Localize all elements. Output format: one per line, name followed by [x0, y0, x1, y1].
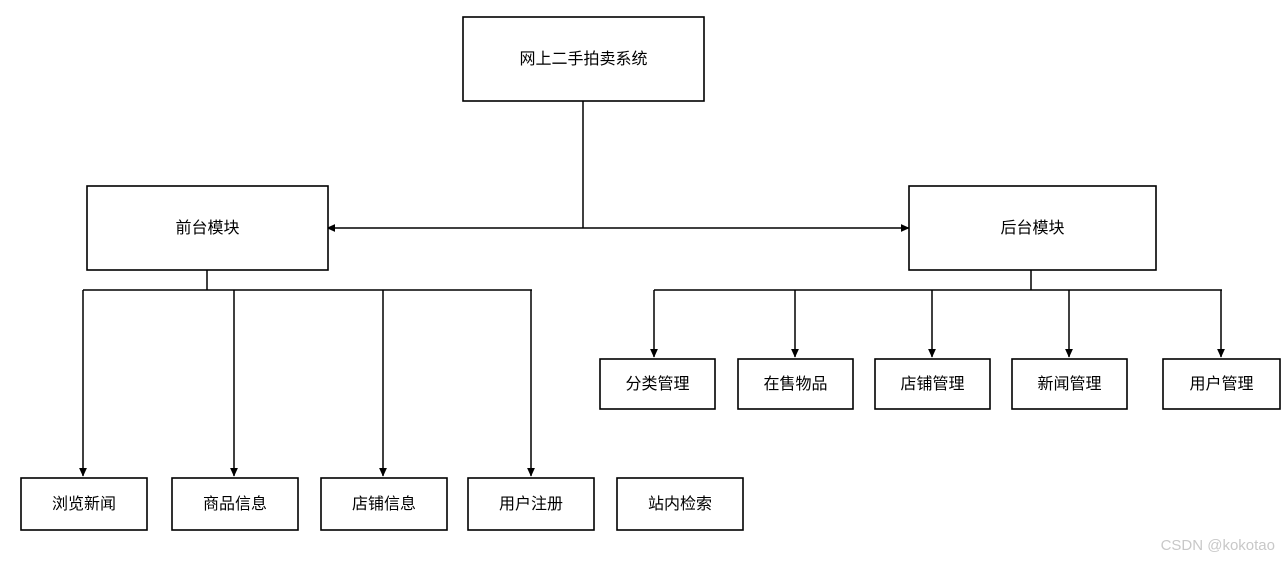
node-shop-info-label: 店铺信息 [352, 495, 416, 513]
node-root-box[interactable] [462, 16, 705, 102]
node-news-mgmt-box[interactable] [1011, 358, 1128, 410]
node-news-mgmt-label: 新闻管理 [1037, 375, 1101, 393]
node-shop-info-box[interactable] [320, 477, 448, 531]
node-frontend-label: 前台模块 [175, 219, 239, 237]
node-news-mgmt[interactable]: 新闻管理 [1011, 358, 1128, 410]
node-items-on-sale-box[interactable] [737, 358, 854, 410]
node-frontend-box[interactable] [86, 185, 329, 271]
node-browse-news-box[interactable] [20, 477, 148, 531]
node-user-register-label: 用户注册 [499, 495, 563, 513]
node-user-mgmt-label: 用户管理 [1189, 375, 1253, 393]
node-user-register[interactable]: 用户注册 [467, 477, 595, 531]
node-shop-mgmt-box[interactable] [874, 358, 991, 410]
node-category-mgmt-label: 分类管理 [625, 375, 689, 393]
node-user-mgmt[interactable]: 用户管理 [1162, 358, 1281, 410]
node-frontend[interactable]: 前台模块 [86, 185, 329, 271]
node-user-register-box[interactable] [467, 477, 595, 531]
node-shop-mgmt-label: 店铺管理 [900, 375, 964, 393]
node-site-search[interactable]: 站内检索 [616, 477, 744, 531]
node-product-info-box[interactable] [171, 477, 299, 531]
node-category-mgmt[interactable]: 分类管理 [599, 358, 716, 410]
node-root-label: 网上二手拍卖系统 [519, 50, 647, 68]
node-product-info-label: 商品信息 [203, 495, 267, 513]
node-backend[interactable]: 后台模块 [908, 185, 1157, 271]
node-shop-info[interactable]: 店铺信息 [320, 477, 448, 531]
node-backend-box[interactable] [908, 185, 1157, 271]
node-browse-news[interactable]: 浏览新闻 [20, 477, 148, 531]
node-backend-label: 后台模块 [1000, 219, 1064, 237]
node-product-info[interactable]: 商品信息 [171, 477, 299, 531]
node-items-on-sale[interactable]: 在售物品 [737, 358, 854, 410]
node-site-search-box[interactable] [616, 477, 744, 531]
node-browse-news-label: 浏览新闻 [52, 495, 116, 513]
node-items-on-sale-label: 在售物品 [763, 375, 827, 393]
node-user-mgmt-box[interactable] [1162, 358, 1281, 410]
watermark-text: CSDN @kokotao [1161, 537, 1275, 554]
connector-layer [79, 101, 1225, 477]
node-shop-mgmt[interactable]: 店铺管理 [874, 358, 991, 410]
node-category-mgmt-box[interactable] [599, 358, 716, 410]
node-root[interactable]: 网上二手拍卖系统 [462, 16, 705, 102]
node-site-search-label: 站内检索 [648, 495, 712, 513]
